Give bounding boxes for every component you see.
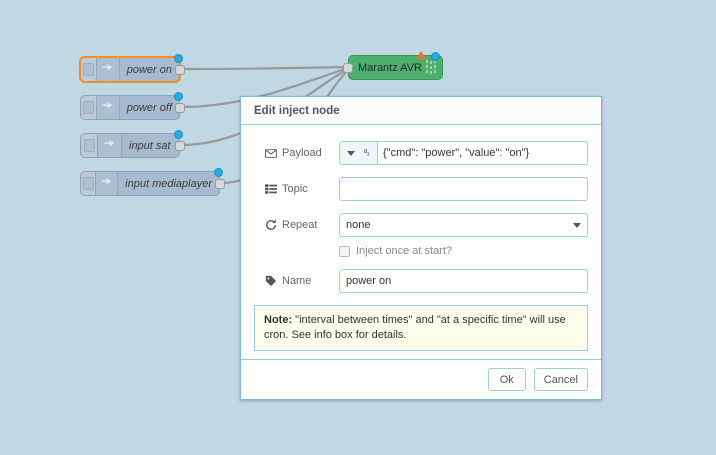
payload-row: Payload az {"cmd": "power", "value": "on… bbox=[254, 141, 588, 165]
inject-once-checkbox[interactable] bbox=[339, 245, 350, 257]
node-changed-badge bbox=[416, 51, 426, 59]
inject-arrow-icon bbox=[97, 58, 120, 81]
node-status-dot bbox=[214, 168, 223, 177]
note-prefix: Note: bbox=[264, 314, 293, 326]
repeat-row: Repeat none bbox=[254, 213, 588, 237]
node-inject-button[interactable] bbox=[81, 96, 98, 119]
node-inject-button[interactable] bbox=[81, 58, 98, 81]
dialog-body: Payload az {"cmd": "power", "value": "on… bbox=[241, 125, 601, 359]
name-label-group: Name bbox=[254, 275, 339, 287]
node-status-dot bbox=[174, 92, 183, 101]
payload-type-selector[interactable]: az bbox=[340, 142, 378, 164]
refresh-icon bbox=[265, 219, 277, 231]
note-text: "interval between times" and "at a speci… bbox=[264, 314, 566, 341]
node-output-port[interactable] bbox=[215, 179, 225, 189]
node-label: power on bbox=[126, 63, 172, 76]
ok-button[interactable]: Ok bbox=[487, 368, 526, 391]
name-input[interactable]: power on bbox=[339, 269, 588, 293]
node-status-dot bbox=[174, 54, 183, 63]
node-input-port[interactable] bbox=[343, 63, 353, 73]
topic-row: Topic bbox=[254, 177, 588, 201]
name-label: Name bbox=[282, 275, 312, 287]
repeat-label: Repeat bbox=[282, 219, 318, 231]
repeat-selected-value: none bbox=[346, 219, 371, 231]
node-output-port[interactable] bbox=[175, 141, 185, 151]
node-status-dot bbox=[431, 52, 440, 61]
payload-label-group: Payload bbox=[254, 147, 339, 159]
cancel-button[interactable]: Cancel bbox=[533, 368, 588, 391]
inject-arrow-icon bbox=[96, 172, 119, 195]
dialog-title: Edit inject node bbox=[241, 97, 601, 125]
repeat-label-group: Repeat bbox=[254, 219, 339, 231]
inject-arrow-icon bbox=[97, 96, 120, 119]
node-inject-button[interactable] bbox=[81, 134, 98, 157]
topic-label: Topic bbox=[282, 183, 308, 195]
name-field: power on bbox=[339, 269, 588, 293]
node-marantz-avr[interactable]: Marantz AVR bbox=[343, 51, 443, 80]
node-input-mediaplayer[interactable]: input mediaplayer bbox=[80, 168, 225, 196]
topic-label-group: Topic bbox=[254, 183, 339, 195]
chevron-down-icon bbox=[573, 222, 581, 228]
payload-type-az-icon: az bbox=[363, 146, 370, 158]
node-label: Marantz AVR bbox=[358, 61, 422, 74]
node-power-off[interactable]: power off bbox=[80, 92, 185, 120]
inject-once-row[interactable]: Inject once at start? bbox=[339, 245, 588, 257]
payload-field: az {"cmd": "power", "value": "on"} bbox=[339, 141, 588, 165]
node-label: input sat bbox=[129, 139, 171, 152]
payload-value[interactable]: {"cmd": "power", "value": "on"} bbox=[383, 147, 530, 159]
node-input-sat[interactable]: input sat bbox=[80, 130, 185, 158]
node-inject-button[interactable] bbox=[81, 172, 97, 195]
node-power-on[interactable]: power on bbox=[80, 54, 185, 82]
payload-typed-input[interactable]: az {"cmd": "power", "value": "on"} bbox=[339, 141, 588, 165]
node-output-port[interactable] bbox=[175, 65, 185, 75]
inject-once-label: Inject once at start? bbox=[356, 245, 452, 257]
dialog-footer: Ok Cancel bbox=[241, 359, 601, 399]
tag-icon bbox=[265, 275, 277, 287]
name-row: Name power on bbox=[254, 269, 588, 293]
inject-arrow-icon bbox=[98, 134, 122, 157]
note-box: Note: "interval between times" and "at a… bbox=[254, 305, 588, 351]
tasks-icon bbox=[265, 184, 277, 194]
edit-inject-node-dialog: Edit inject node Payload az {"cmd": "pow… bbox=[240, 96, 602, 400]
node-output-port[interactable] bbox=[175, 103, 185, 113]
chevron-down-icon bbox=[347, 150, 356, 156]
repeat-field: none bbox=[339, 213, 588, 237]
avr-node-icon bbox=[424, 59, 438, 78]
topic-input[interactable] bbox=[339, 177, 588, 201]
payload-label: Payload bbox=[282, 147, 322, 159]
node-label: input mediaplayer bbox=[125, 177, 212, 190]
envelope-icon bbox=[265, 148, 277, 158]
repeat-select[interactable]: none bbox=[339, 213, 588, 237]
node-status-dot bbox=[174, 130, 183, 139]
topic-field bbox=[339, 177, 588, 201]
wire-power-on bbox=[180, 65, 349, 71]
node-label: power off bbox=[126, 101, 172, 114]
